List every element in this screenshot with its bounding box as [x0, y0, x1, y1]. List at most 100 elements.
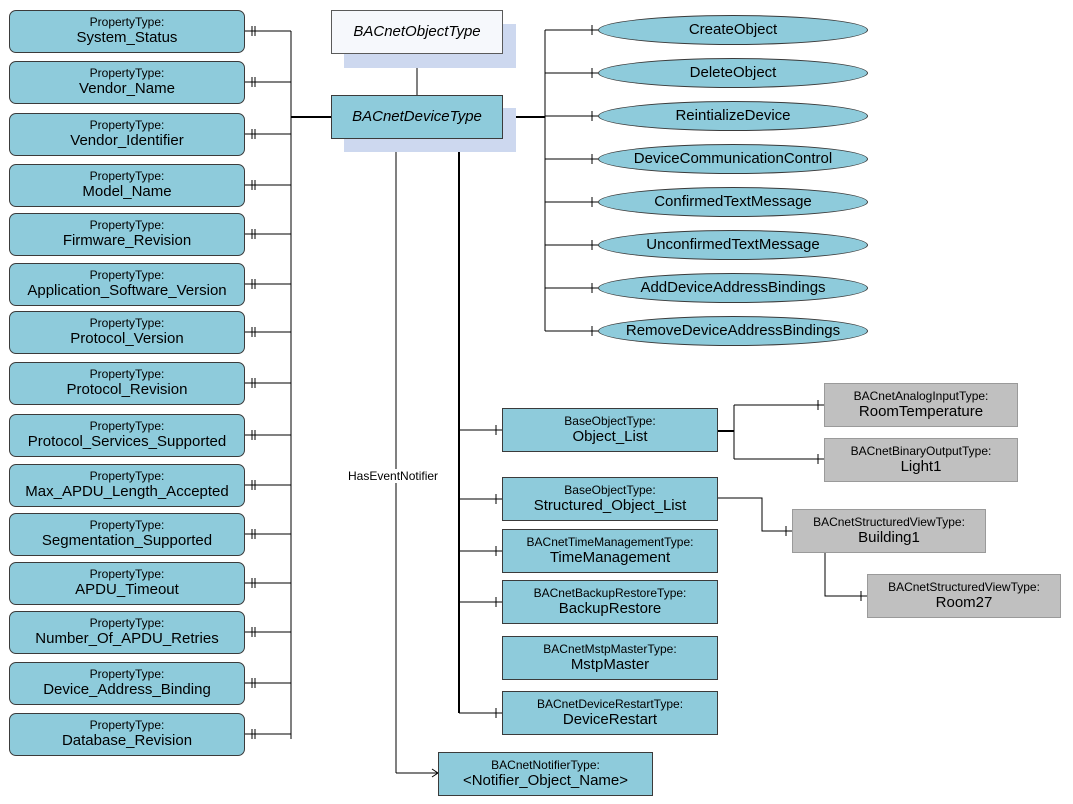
property-node[interactable]: PropertyType: APDU_Timeout: [9, 562, 245, 605]
component-edges: [459, 425, 502, 718]
notifier-node[interactable]: BACnetNotifierType: <Notifier_Object_Nam…: [438, 752, 653, 796]
edge-building1: [717, 497, 792, 532]
method-node[interactable]: DeviceCommunicationControl: [598, 144, 868, 174]
property-node[interactable]: PropertyType: Device_Address_Binding: [9, 662, 245, 705]
instance-name: RoomTemperature: [858, 403, 984, 420]
method-label: DeleteObject: [689, 64, 777, 81]
instance-name: Building1: [858, 529, 920, 546]
method-label: CreateObject: [688, 21, 778, 38]
property-type: PropertyType:: [89, 316, 165, 330]
has-event-notifier-label: HasEventNotifier: [348, 469, 439, 483]
instance-type: BACnetAnalogInputType:: [853, 389, 989, 403]
edge-room27: [824, 553, 867, 597]
property-node[interactable]: PropertyType: Vendor_Identifier: [9, 113, 245, 156]
property-type: PropertyType:: [89, 15, 165, 29]
property-type: PropertyType:: [89, 66, 165, 80]
property-node[interactable]: PropertyType: Vendor_Name: [9, 61, 245, 104]
property-type: PropertyType:: [89, 667, 165, 681]
property-node[interactable]: PropertyType: Protocol_Services_Supporte…: [9, 414, 245, 457]
property-type: PropertyType:: [89, 218, 165, 232]
component-name: DeviceRestart: [562, 711, 658, 728]
component-node[interactable]: BACnetBackupRestoreType: BackupRestore: [502, 580, 718, 624]
property-type: PropertyType:: [89, 169, 165, 183]
property-node[interactable]: PropertyType: Application_Software_Versi…: [9, 263, 245, 306]
property-name: Segmentation_Supported: [41, 532, 213, 549]
component-node[interactable]: BaseObjectType: Object_List: [502, 408, 718, 452]
method-label: ReintializeDevice: [675, 107, 791, 124]
instance-type: BACnetStructuredViewType:: [888, 580, 1040, 594]
property-node[interactable]: PropertyType: Segmentation_Supported: [9, 513, 245, 556]
component-name: Structured_Object_List: [533, 497, 687, 514]
component-type: BACnetDeviceRestartType:: [536, 697, 684, 711]
method-node[interactable]: ReintializeDevice: [598, 101, 868, 131]
component-type: BaseObjectType:: [564, 414, 656, 428]
instance-name: Room27: [935, 594, 993, 611]
method-node[interactable]: AddDeviceAddressBindings: [598, 273, 868, 303]
property-name: Application_Software_Version: [27, 282, 227, 299]
property-type: PropertyType:: [89, 367, 165, 381]
property-name: Vendor_Identifier: [70, 132, 184, 149]
method-node[interactable]: UnconfirmedTextMessage: [598, 230, 868, 260]
property-name: APDU_Timeout: [75, 581, 179, 598]
property-name: System_Status: [76, 29, 178, 46]
component-type: BACnetTimeManagementType:: [526, 535, 694, 549]
property-type: PropertyType:: [89, 419, 165, 433]
property-node[interactable]: PropertyType: System_Status: [9, 10, 245, 53]
method-label: AddDeviceAddressBindings: [640, 279, 826, 296]
property-name: Firmware_Revision: [62, 232, 192, 249]
property-type: PropertyType:: [89, 118, 165, 132]
method-edges: [545, 25, 598, 336]
property-type: PropertyType:: [89, 518, 165, 532]
property-node[interactable]: PropertyType: Protocol_Version: [9, 311, 245, 354]
instance-type: BACnetBinaryOutputType:: [850, 444, 992, 458]
method-label: DeviceCommunicationControl: [633, 150, 833, 167]
property-name: Database_Revision: [61, 732, 193, 749]
property-type: PropertyType:: [89, 268, 165, 282]
property-name: Vendor_Name: [79, 80, 175, 97]
component-name: BackupRestore: [558, 600, 662, 617]
method-label: ConfirmedTextMessage: [654, 193, 812, 210]
notifier-type: BACnetNotifierType:: [491, 758, 600, 772]
property-node[interactable]: PropertyType: Firmware_Revision: [9, 213, 245, 256]
property-type: PropertyType:: [89, 718, 165, 732]
component-node[interactable]: BACnetDeviceRestartType: DeviceRestart: [502, 691, 718, 735]
property-name: Max_APDU_Length_Accepted: [25, 483, 229, 500]
property-node[interactable]: PropertyType: Model_Name: [9, 164, 245, 207]
device-type-label: BACnetDeviceType: [352, 108, 482, 125]
component-node[interactable]: BaseObjectType: Structured_Object_List: [502, 477, 718, 521]
component-name: TimeManagement: [549, 549, 671, 566]
instance-name: Light1: [900, 458, 942, 475]
component-name: Object_List: [572, 428, 648, 445]
property-name: Device_Address_Binding: [43, 681, 211, 698]
property-node[interactable]: PropertyType: Number_Of_APDU_Retries: [9, 611, 245, 654]
method-node[interactable]: RemoveDeviceAddressBindings: [598, 316, 868, 346]
component-type: BaseObjectType:: [564, 483, 656, 497]
instance-node[interactable]: BACnetStructuredViewType: Room27: [867, 574, 1061, 618]
method-node[interactable]: CreateObject: [598, 15, 868, 45]
method-label: UnconfirmedTextMessage: [646, 236, 820, 253]
instance-node[interactable]: BACnetBinaryOutputType: Light1: [824, 438, 1018, 482]
component-type: BACnetMstpMasterType:: [543, 642, 677, 656]
property-type: PropertyType:: [89, 616, 165, 630]
property-name: Protocol_Version: [70, 330, 184, 347]
method-node[interactable]: ConfirmedTextMessage: [598, 187, 868, 217]
instance-node[interactable]: BACnetAnalogInputType: RoomTemperature: [824, 383, 1018, 427]
component-name: MstpMaster: [570, 656, 650, 673]
property-name: Protocol_Revision: [66, 381, 188, 398]
instance-type: BACnetStructuredViewType:: [813, 515, 965, 529]
device-type-node[interactable]: BACnetDeviceType: [331, 95, 503, 139]
property-node[interactable]: PropertyType: Max_APDU_Length_Accepted: [9, 464, 245, 507]
method-node[interactable]: DeleteObject: [598, 58, 868, 88]
method-label: RemoveDeviceAddressBindings: [625, 322, 841, 339]
property-node[interactable]: PropertyType: Protocol_Revision: [9, 362, 245, 405]
property-name: Protocol_Services_Supported: [27, 433, 227, 450]
object-type-label: BACnetObjectType: [353, 23, 481, 40]
property-name: Number_Of_APDU_Retries: [35, 630, 219, 647]
component-node[interactable]: BACnetMstpMasterType: MstpMaster: [502, 636, 718, 680]
property-node[interactable]: PropertyType: Database_Revision: [9, 713, 245, 756]
object-type-node[interactable]: BACnetObjectType: [331, 10, 503, 54]
component-node[interactable]: BACnetTimeManagementType: TimeManagement: [502, 529, 718, 573]
instance-node[interactable]: BACnetStructuredViewType: Building1: [792, 509, 986, 553]
